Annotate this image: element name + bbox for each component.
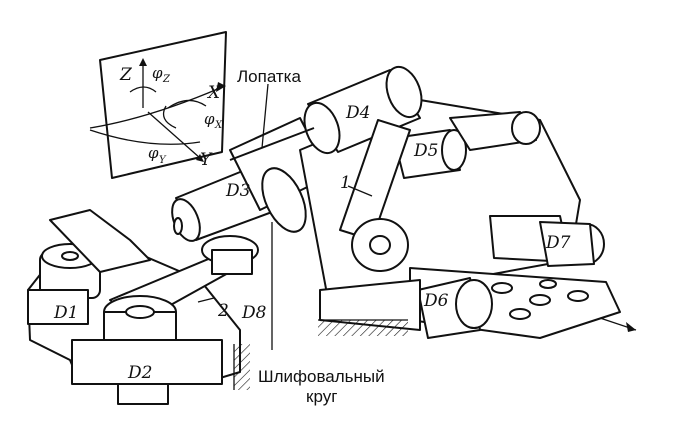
axis-x-label: X — [206, 83, 221, 103]
label-D3: D3 — [225, 181, 250, 201]
label-krug-line1: Шлифовальный — [258, 367, 385, 386]
label-lopatka: Лопатка — [237, 67, 301, 86]
phi-z-sub: Z — [162, 74, 171, 85]
phi-x-sub: X — [214, 120, 223, 131]
phi-z-label: φ — [152, 64, 163, 82]
grinding-spindle-D3 — [171, 117, 331, 275]
rotary-base — [27, 209, 250, 405]
label-D5: D5 — [413, 141, 438, 161]
phi-x-label: φ — [204, 110, 215, 128]
leader-1 — [347, 185, 373, 197]
leader-lopatka — [261, 83, 269, 149]
phi-y-label: φ — [148, 144, 159, 162]
axis-z-label: Z — [119, 65, 133, 85]
label-D7: D7 — [545, 233, 571, 253]
label-D6: D6 — [423, 291, 449, 311]
label-krug-line2: круг — [306, 387, 337, 406]
label-D1: D1 — [53, 303, 78, 323]
leader-2 — [197, 297, 215, 303]
label-2: 2 — [217, 301, 229, 321]
label-D2: D2 — [127, 363, 152, 383]
label-1: 1 — [340, 173, 351, 193]
coordinate-plate — [89, 31, 227, 179]
label-D4: D4 — [345, 103, 370, 123]
phi-y-sub: Y — [159, 155, 167, 166]
label-D8: D8 — [241, 303, 267, 323]
machine-frame — [229, 65, 637, 339]
axis-y-label: Y — [200, 150, 213, 170]
